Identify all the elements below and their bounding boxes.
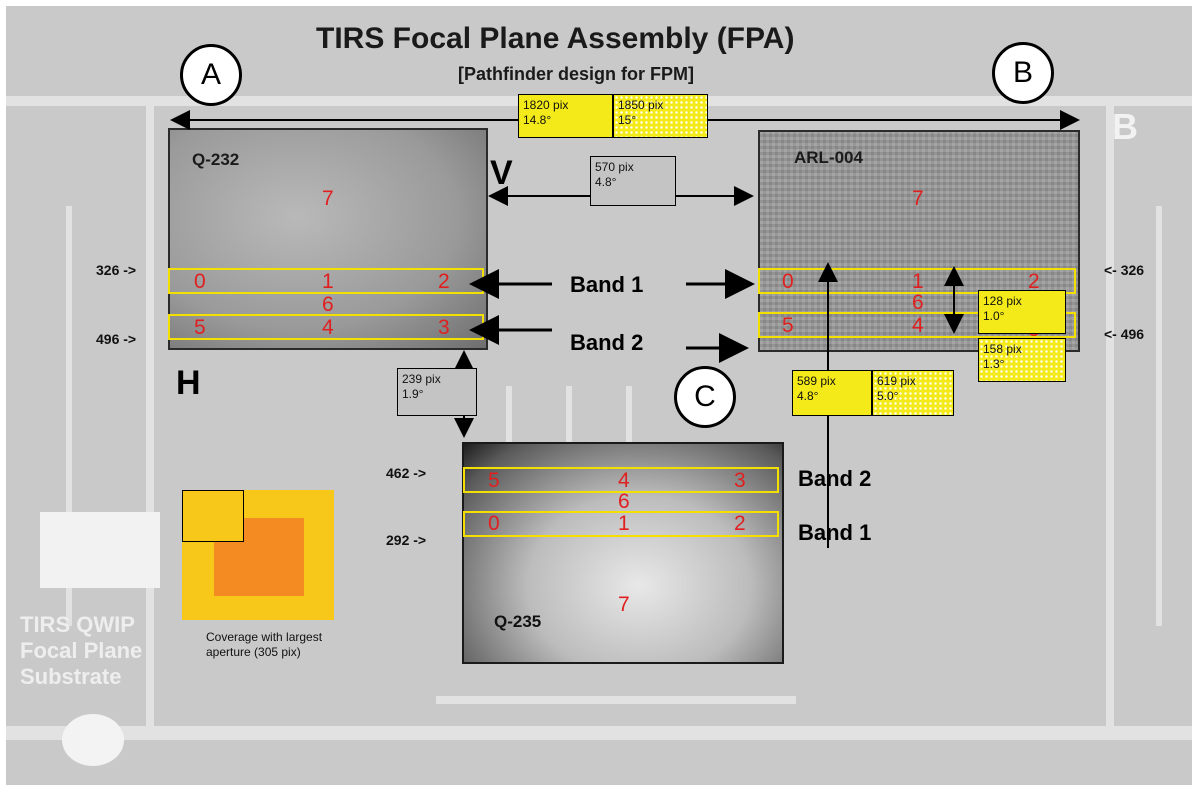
trace bbox=[146, 106, 154, 726]
legend-text: Coverage with largest aperture (305 pix) bbox=[206, 630, 323, 659]
channel-number: 3 bbox=[438, 316, 450, 339]
row-label-b-top: <- 326 bbox=[1104, 262, 1145, 278]
measure-deg: 1.9° bbox=[402, 387, 424, 401]
substrate-text: TIRS QWIP Focal Plane Substrate bbox=[20, 612, 143, 689]
measure-px: 1820 pix bbox=[523, 98, 569, 112]
substrate-label-plate bbox=[40, 512, 160, 588]
detector-c-name: Q-235 bbox=[494, 612, 542, 631]
axis-label-h: H bbox=[176, 364, 201, 402]
band-outline-b-bottom bbox=[758, 312, 1076, 338]
trace bbox=[506, 386, 512, 446]
band-outline-b-top bbox=[758, 268, 1076, 294]
trace bbox=[436, 696, 796, 704]
emblem-icon bbox=[62, 714, 124, 766]
channel-number: 1 bbox=[912, 270, 924, 293]
channel-number: 6 bbox=[618, 490, 630, 513]
measure-box-128: 128 pix 1.0° bbox=[978, 290, 1066, 334]
trace bbox=[6, 726, 1192, 740]
page-title: TIRS Focal Plane Assembly (FPA) bbox=[316, 22, 795, 55]
measure-box-619: 619 pix 5.0° bbox=[872, 370, 954, 416]
row-label-b-bottom: <- 496 bbox=[1104, 326, 1145, 342]
row-label-c-top: 462 -> bbox=[386, 465, 427, 481]
channel-number: 5 bbox=[488, 469, 500, 492]
measure-deg: 4.8° bbox=[595, 175, 617, 189]
measure-box-158: 158 pix 1.3° bbox=[978, 338, 1066, 382]
row-label-c-bottom: 292 -> bbox=[386, 532, 427, 548]
channel-number: 4 bbox=[912, 314, 924, 337]
channel-number: 6 bbox=[322, 293, 334, 316]
channel-number: 5 bbox=[194, 316, 206, 339]
measure-deg: 15° bbox=[618, 113, 637, 127]
channel-number: 0 bbox=[782, 270, 794, 293]
channel-number: 5 bbox=[782, 314, 794, 337]
detector-c: Q-235 bbox=[462, 442, 784, 664]
channel-number: 2 bbox=[438, 270, 450, 293]
channel-number: 1 bbox=[618, 512, 630, 535]
measure-px: 589 pix bbox=[797, 374, 836, 388]
channel-number: 4 bbox=[322, 316, 334, 339]
trace bbox=[566, 386, 572, 446]
measure-px: 128 pix bbox=[983, 294, 1022, 308]
legend-aperture-square bbox=[182, 490, 244, 542]
trace bbox=[1156, 206, 1162, 626]
band-outline-c-bottom bbox=[463, 511, 779, 537]
background-corner-letter: B bbox=[1112, 106, 1138, 147]
measure-deg: 4.8° bbox=[797, 389, 819, 403]
row-label-a-top: 326 -> bbox=[96, 262, 137, 278]
measure-px: 158 pix bbox=[983, 342, 1022, 356]
page-subtitle: [Pathfinder design for FPM] bbox=[458, 64, 694, 84]
channel-number: 0 bbox=[488, 512, 500, 535]
measure-box-239: 239 pix 1.9° bbox=[397, 368, 477, 416]
sensor-c-marker: C bbox=[674, 366, 736, 428]
measure-box-1820: 1820 pix 14.8° bbox=[518, 94, 613, 138]
channel-number: 0 bbox=[194, 270, 206, 293]
band1-label-c: Band 1 bbox=[798, 520, 872, 545]
band-outline-c-top bbox=[463, 467, 779, 493]
measure-box-570: 570 pix 4.8° bbox=[590, 156, 676, 206]
band2-label-center: Band 2 bbox=[570, 330, 644, 355]
channel-number: 6 bbox=[912, 291, 924, 314]
channel-number: 4 bbox=[618, 469, 630, 492]
channel-number: 3 bbox=[734, 469, 746, 492]
measure-px: 570 pix bbox=[595, 160, 634, 174]
band2-label-c: Band 2 bbox=[798, 466, 872, 491]
trace bbox=[626, 386, 632, 446]
channel-number: 7 bbox=[322, 187, 334, 210]
measure-deg: 1.0° bbox=[983, 309, 1005, 323]
measure-box-589: 589 pix 4.8° bbox=[792, 370, 872, 416]
channel-number: 2 bbox=[734, 512, 746, 535]
measure-px: 1850 pix bbox=[618, 98, 664, 112]
channel-number: 1 bbox=[322, 270, 334, 293]
measure-px: 619 pix bbox=[877, 374, 916, 388]
detector-b-name: ARL-004 bbox=[794, 148, 863, 167]
axis-label-v: V bbox=[490, 154, 513, 192]
sensor-b-marker: B bbox=[992, 42, 1054, 104]
channel-number: 2 bbox=[1028, 270, 1040, 293]
trace bbox=[66, 206, 72, 626]
channel-number: 7 bbox=[618, 593, 630, 616]
measure-deg: 1.3° bbox=[983, 357, 1005, 371]
measure-deg: 14.8° bbox=[523, 113, 552, 127]
measure-box-1850: 1850 pix 15° bbox=[613, 94, 708, 138]
measure-px: 239 pix bbox=[402, 372, 441, 386]
row-label-a-bottom: 496 -> bbox=[96, 331, 137, 347]
trace bbox=[1106, 106, 1114, 726]
measure-deg: 5.0° bbox=[877, 389, 899, 403]
channel-number: 7 bbox=[912, 187, 924, 210]
sensor-a-marker: A bbox=[180, 44, 242, 106]
detector-a-name: Q-232 bbox=[192, 150, 240, 169]
band1-label-center: Band 1 bbox=[570, 272, 644, 297]
